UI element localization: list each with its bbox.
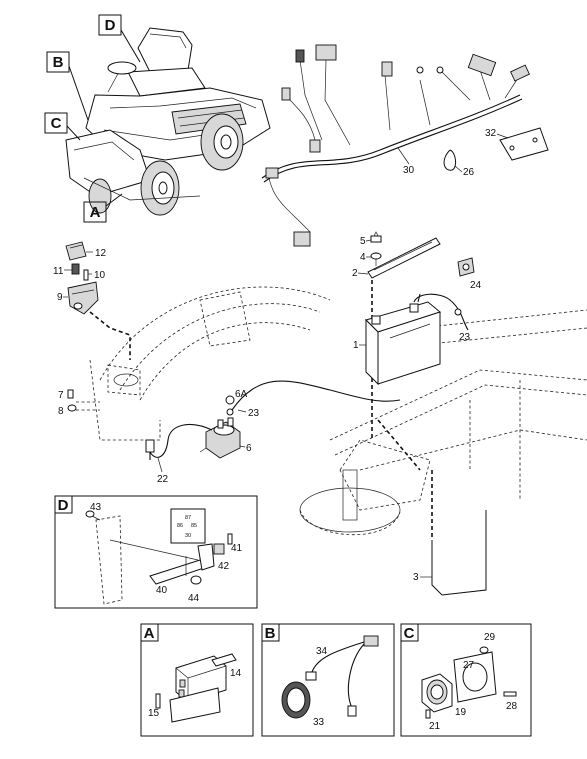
callout-badge-a: A: [83, 193, 123, 223]
label-19: 19: [455, 707, 467, 718]
label-1: 1: [353, 340, 359, 351]
part-23-starter-cable: [231, 380, 401, 411]
label-44: 44: [188, 593, 200, 604]
svg-text:86: 86: [177, 523, 183, 529]
label-23-lower: 23: [248, 408, 260, 419]
part-22-cable: [145, 424, 213, 460]
label-21: 21: [429, 721, 441, 732]
inset-a-seat-switch: A: [140, 623, 254, 737]
callout-badge-d: D: [98, 14, 141, 63]
label-2: 2: [352, 268, 358, 279]
label-43: 43: [90, 502, 102, 513]
label-26: 26: [463, 167, 475, 178]
label-30: 30: [403, 165, 415, 176]
label-3: 3: [413, 572, 419, 583]
label-24: 24: [470, 280, 482, 291]
label-33: 33: [313, 717, 325, 728]
label-29: 29: [484, 632, 496, 643]
svg-text:D: D: [58, 497, 69, 514]
label-23-upper: 23: [459, 332, 471, 343]
part-7-screw: [67, 389, 74, 399]
part-6a-nut: [225, 395, 235, 416]
svg-text:C: C: [51, 115, 62, 132]
svg-text:87: 87: [185, 515, 191, 521]
svg-text:85: 85: [191, 523, 197, 529]
part-24-clip: [457, 257, 475, 277]
part-8-washer: [67, 404, 77, 412]
svg-text:C: C: [404, 625, 415, 642]
label-32: 32: [485, 128, 497, 139]
label-9: 9: [57, 292, 63, 303]
svg-text:B: B: [265, 625, 276, 642]
fender-assembly: [89, 286, 331, 441]
part-10-screw: [83, 269, 89, 281]
label-8: 8: [58, 406, 64, 417]
svg-text:B: B: [53, 54, 64, 71]
label-40: 40: [156, 585, 168, 596]
part-1-battery: [365, 301, 442, 386]
label-22: 22: [157, 474, 169, 485]
callout-badge-c: C: [44, 112, 81, 141]
callout-badge-b: B: [46, 51, 89, 121]
part-32-bracket: [499, 127, 549, 161]
label-6a: 6A: [235, 389, 248, 400]
label-41: 41: [231, 543, 243, 554]
svg-text:A: A: [90, 204, 101, 221]
label-12: 12: [95, 248, 107, 259]
svg-text:30: 30: [185, 533, 191, 539]
label-11: 11: [53, 266, 64, 277]
part-11-connector: [71, 263, 80, 275]
part-3-holddown-rod: [431, 470, 487, 596]
label-34: 34: [316, 646, 328, 657]
part-9-relay-bracket: [67, 281, 99, 315]
part-26-cable-tie: [443, 149, 457, 171]
svg-text:D: D: [105, 17, 116, 34]
label-4: 4: [360, 252, 366, 263]
part-23-battery-cable: [413, 293, 469, 331]
inset-d: D 87 86 85 30: [54, 495, 258, 609]
label-6: 6: [246, 443, 252, 454]
frame-chassis: [299, 309, 587, 536]
inset-b-headlight: B: [261, 623, 395, 737]
label-10: 10: [94, 270, 106, 281]
label-5: 5: [360, 236, 366, 247]
part-4-washer: [370, 252, 382, 260]
wiring-harness-30: [261, 44, 530, 247]
label-42: 42: [218, 561, 230, 572]
label-14: 14: [230, 668, 242, 679]
part-12-relay: [65, 241, 87, 261]
part-6-solenoid: [199, 417, 241, 459]
label-27: 27: [463, 660, 475, 671]
svg-text:A: A: [144, 625, 155, 642]
tractor-illustration: [65, 27, 271, 216]
label-15: 15: [148, 708, 160, 719]
label-28: 28: [506, 701, 518, 712]
part-5-bolt: [370, 231, 382, 243]
inset-c-light-switch: C: [400, 623, 532, 737]
label-7: 7: [58, 390, 64, 401]
